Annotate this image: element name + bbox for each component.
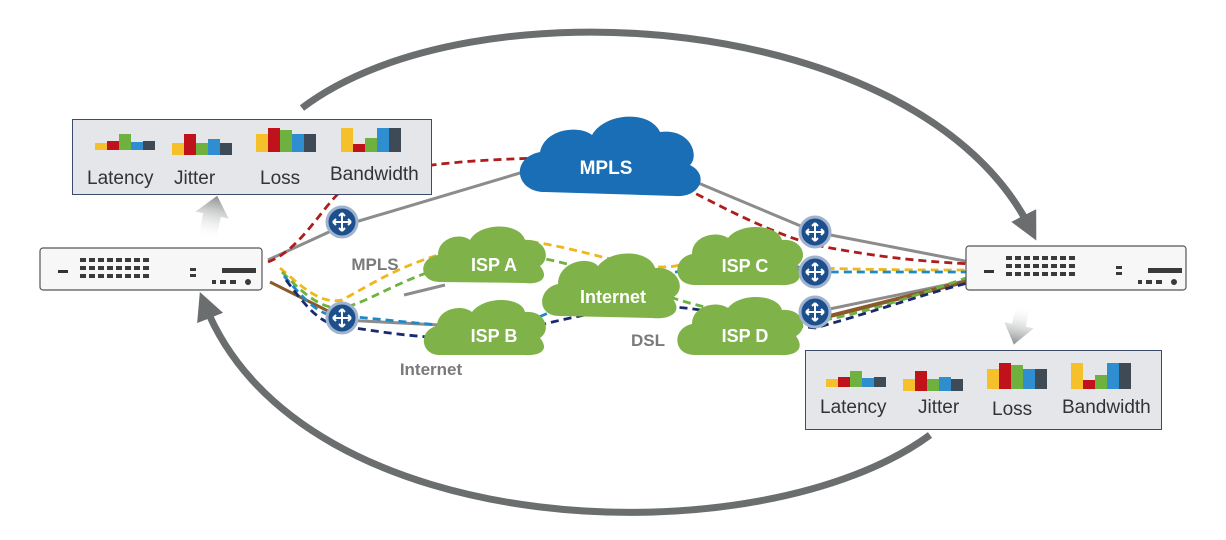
isp-a-label: ISP A xyxy=(471,255,517,275)
red-path xyxy=(267,156,973,266)
metrics-panel-left: Latency Jitter Loss Bandwidth xyxy=(72,119,432,195)
router-icon[interactable] xyxy=(798,295,832,329)
loop-arrow-top xyxy=(299,28,1037,241)
loss-label: Loss xyxy=(992,399,1033,420)
network-appliance-icon[interactable] xyxy=(39,247,263,291)
latency-bars-icon xyxy=(826,371,886,387)
mpls-cloud[interactable]: MPLS xyxy=(519,116,701,197)
isp-b-label: ISP B xyxy=(471,326,518,346)
isp-c-label: ISP C xyxy=(722,256,769,276)
small-down-arrow-icon xyxy=(1004,304,1034,345)
isp-d-cloud[interactable]: ISP D xyxy=(677,296,804,356)
isp-b-cloud[interactable]: ISP B xyxy=(423,299,546,356)
yellow-path xyxy=(279,238,973,303)
jitter-bars-icon xyxy=(903,371,963,391)
bandwidth-label: Bandwidth xyxy=(330,164,419,185)
jitter-label: Jitter xyxy=(174,168,216,189)
bandwidth-bars-icon xyxy=(1071,363,1131,389)
jitter-bars-icon xyxy=(172,134,232,155)
dsl-link-label: DSL xyxy=(631,331,665,350)
router-icon[interactable] xyxy=(325,205,359,239)
loss-bars-icon xyxy=(987,363,1047,389)
mpls-link-label: MPLS xyxy=(351,255,398,274)
internet-cloud[interactable]: Internet xyxy=(542,253,680,319)
latency-label: Latency xyxy=(820,397,887,418)
jitter-label: Jitter xyxy=(918,397,960,418)
brown-link-right xyxy=(829,278,973,318)
latency-label: Latency xyxy=(87,168,154,189)
bandwidth-bars-icon xyxy=(341,128,401,152)
router-icon[interactable] xyxy=(798,215,832,249)
latency-bars-icon xyxy=(95,134,155,150)
mpls-cloud-label: MPLS xyxy=(580,158,633,179)
router-icon[interactable] xyxy=(325,301,359,335)
internet-cloud-label: Internet xyxy=(580,287,646,307)
metrics-panel-right: Latency Jitter Loss Bandwidth xyxy=(805,350,1162,430)
loss-bars-icon xyxy=(256,128,316,152)
loss-label: Loss xyxy=(260,168,301,189)
small-up-arrow-icon xyxy=(195,195,229,242)
isp-a-cloud[interactable]: ISP A xyxy=(423,226,546,284)
isp-c-cloud[interactable]: ISP C xyxy=(677,226,804,286)
isp-d-label: ISP D xyxy=(722,326,769,346)
network-appliance-icon[interactable] xyxy=(965,245,1187,291)
internet-link-label: Internet xyxy=(400,360,463,379)
router-icon[interactable] xyxy=(798,255,832,289)
bandwidth-label: Bandwidth xyxy=(1062,397,1151,418)
loop-arrow-bottom xyxy=(197,291,933,516)
